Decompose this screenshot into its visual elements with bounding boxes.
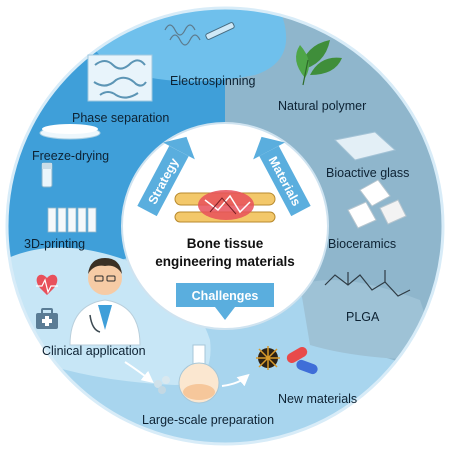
label-phase-separation: Phase separation	[72, 111, 169, 125]
label-bioceramics: Bioceramics	[328, 237, 396, 251]
label-bioactive-glass: Bioactive glass	[326, 166, 409, 180]
doctor-icon	[69, 258, 141, 346]
label-natural-polymer: Natural polymer	[278, 99, 366, 113]
flow-arrows	[124, 361, 250, 387]
bone-fracture-illustration	[174, 190, 276, 223]
plga-structure-icon	[324, 270, 411, 297]
heart-monitor-icon	[36, 274, 58, 295]
leaf-icon	[296, 40, 342, 86]
bioactive-glass-icon	[333, 131, 397, 161]
flask-icon	[178, 344, 220, 404]
label-large-scale-preparation: Large-scale preparation	[142, 413, 274, 427]
bioceramics-icon	[347, 179, 407, 229]
label-freeze-drying: Freeze-drying	[32, 149, 109, 163]
label-3d-printing: 3D-printing	[24, 237, 85, 251]
center-title-line1: Bone tissue	[187, 236, 264, 251]
label-plga: PLGA	[346, 310, 380, 324]
3d-printing-icon	[47, 207, 97, 233]
phase-separation-icon	[87, 54, 153, 102]
electrospinning-icon	[164, 22, 235, 46]
label-electrospinning: Electrospinning	[170, 74, 256, 88]
vial-icon	[41, 162, 53, 188]
capsule-icon	[286, 347, 318, 375]
challenges-arrow-label: Challenges	[192, 289, 259, 303]
nanomaterial-icon	[256, 346, 280, 370]
medical-kit-icon	[36, 308, 58, 329]
ring-plga-lobe	[300, 280, 440, 360]
label-new-materials: New materials	[278, 392, 357, 406]
ring-border	[5, 6, 445, 446]
challenges-arrow: Challenges	[176, 283, 274, 320]
center-title-line2: engineering materials	[155, 254, 295, 269]
freeze-drying-icon	[39, 124, 101, 140]
label-clinical-application: Clinical application	[42, 344, 146, 358]
molecule-cluster-icon	[154, 376, 170, 394]
